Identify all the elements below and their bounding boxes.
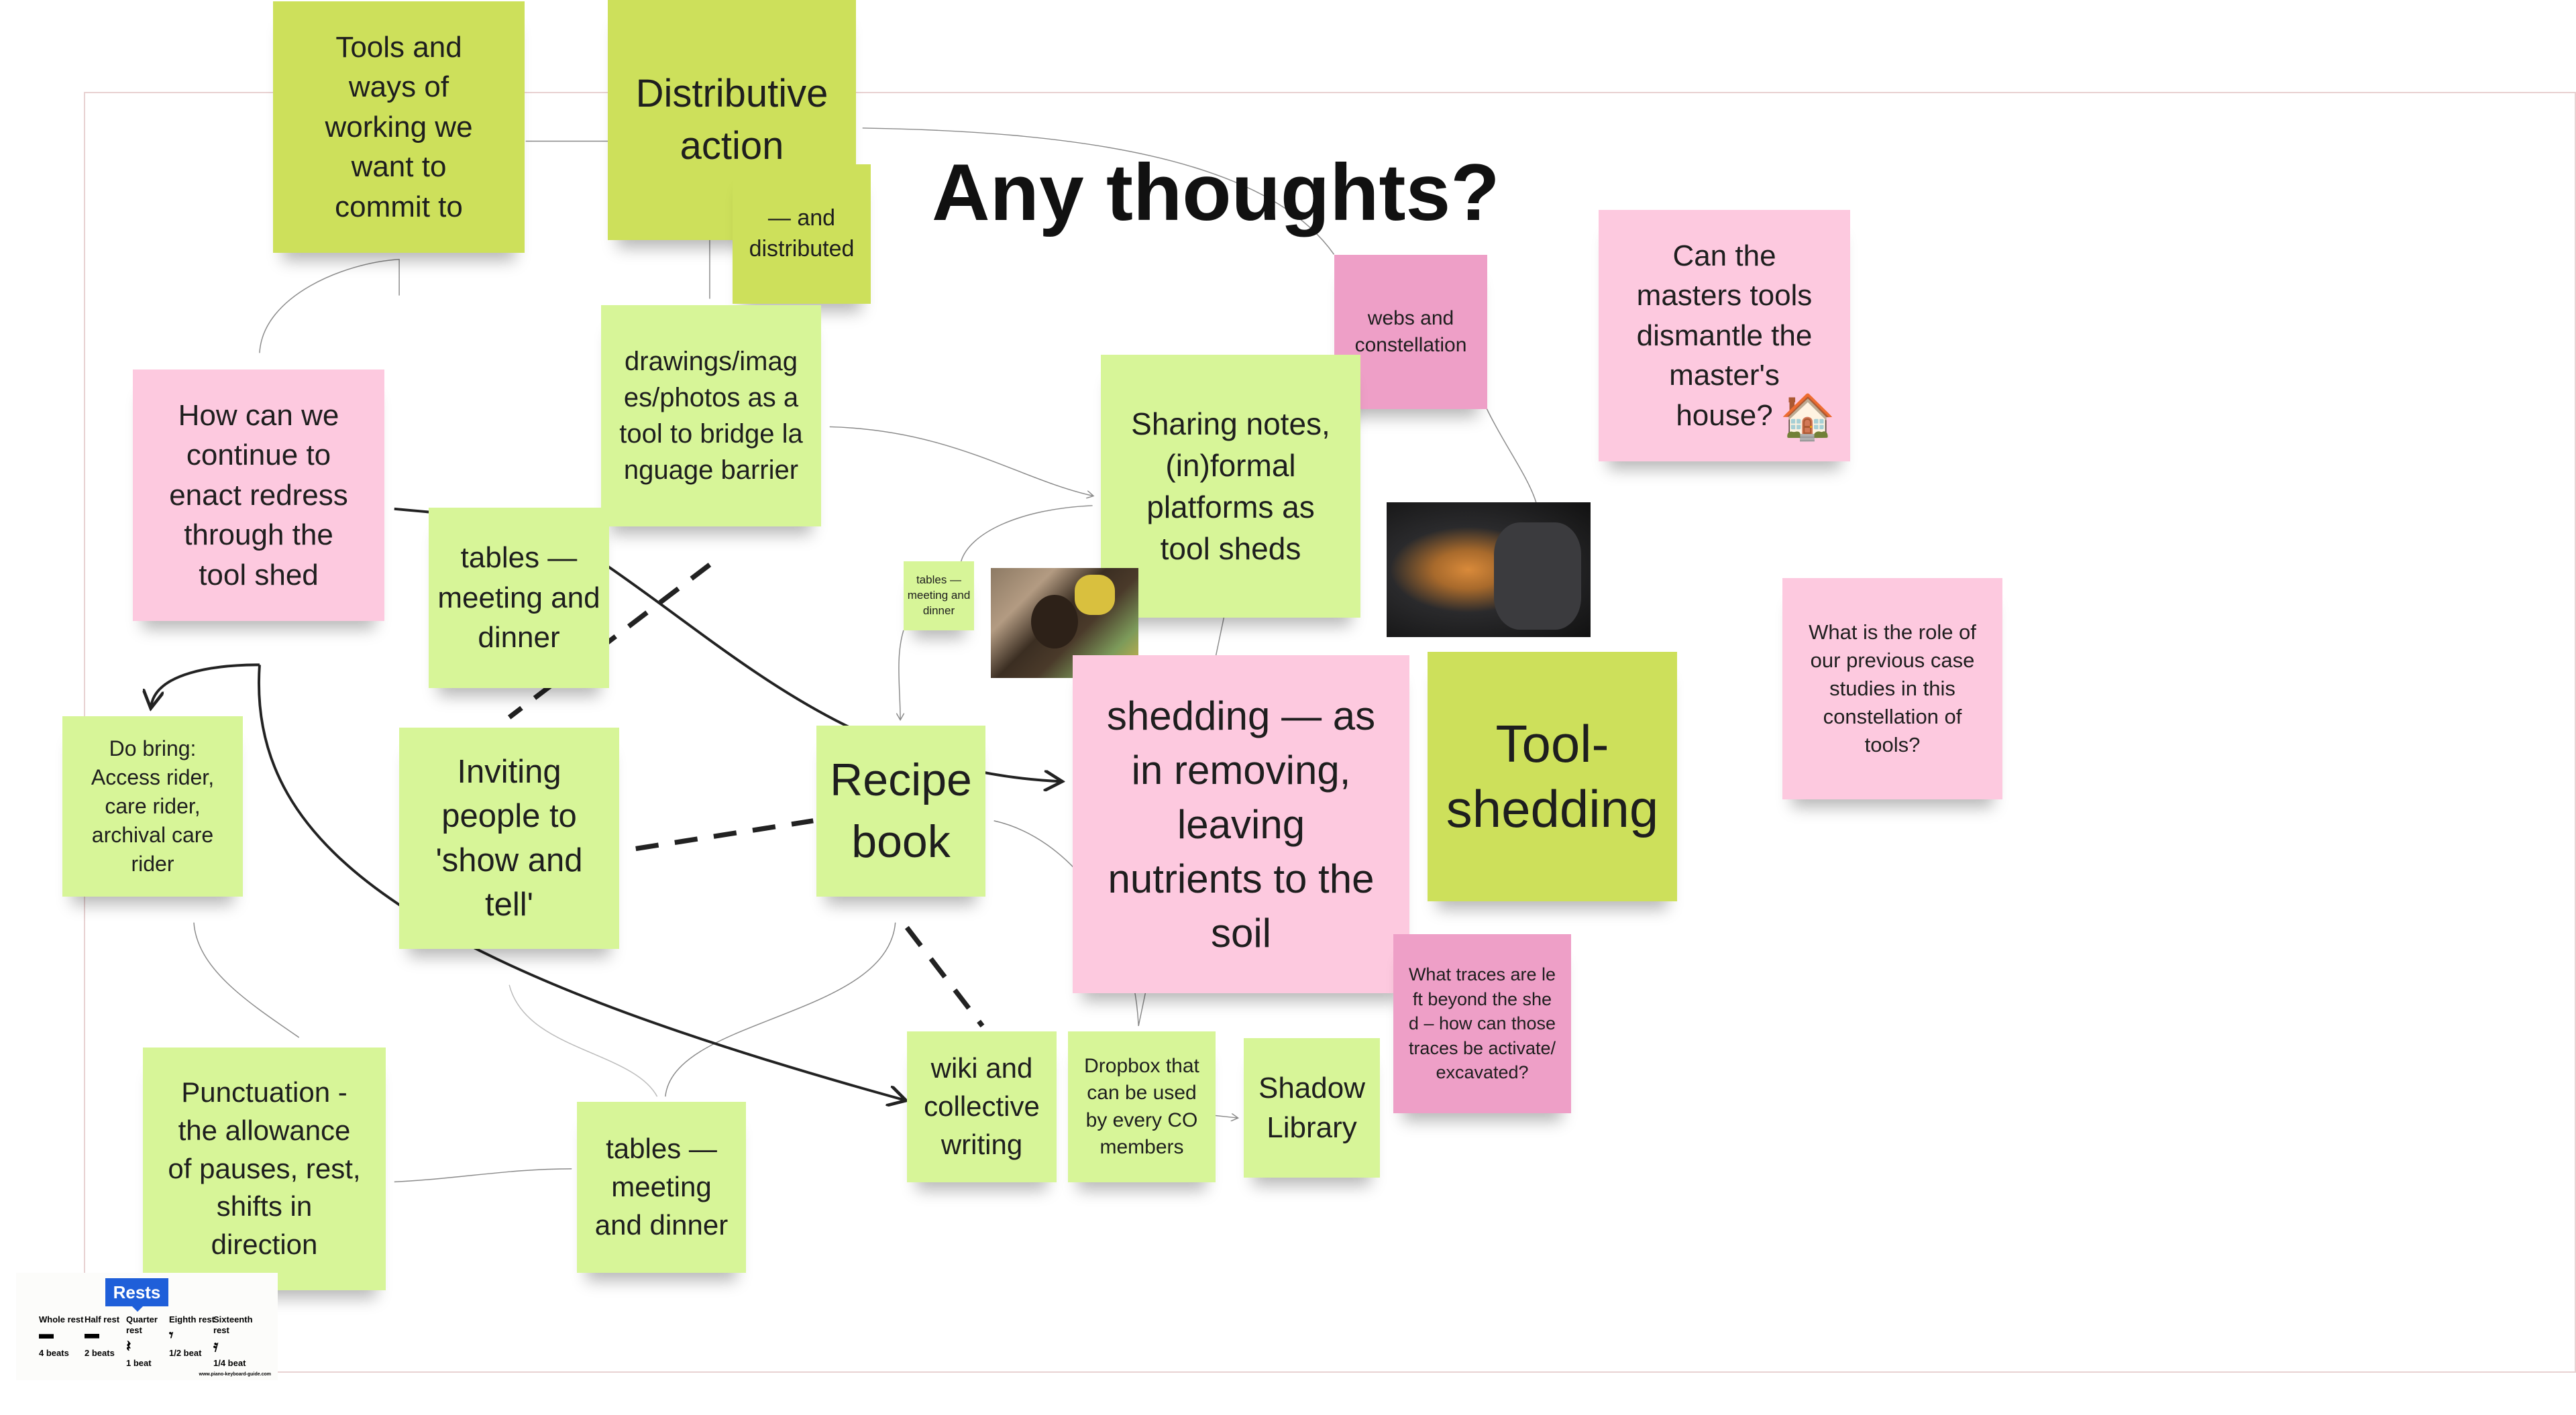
sticky-note[interactable]: drawings/images/photos as a tool to brid… — [601, 305, 821, 526]
rest-item: Whole rest 4 beats — [39, 1314, 86, 1358]
sticky-note[interactable]: How can we continue to enact redress thr… — [133, 370, 384, 621]
rest-item: Quarter rest 𝄽 1 beat — [126, 1314, 173, 1369]
rest-name: Eighth rest — [169, 1314, 215, 1324]
connector — [508, 984, 658, 1097]
connector — [394, 507, 431, 514]
note-text: Can the masters tools dismantle the mast… — [1636, 239, 1813, 432]
connector — [862, 127, 1335, 255]
dashed-connector — [507, 563, 712, 720]
connector — [960, 505, 1093, 562]
sticky-note[interactable]: Tools and ways of working we want to com… — [273, 1, 525, 253]
connector — [193, 922, 300, 1038]
sticky-note[interactable]: Tool-shedding — [1428, 652, 1677, 901]
sticky-note[interactable]: shedding — as in removing, leaving nutri… — [1073, 655, 1409, 993]
connector — [829, 426, 1093, 496]
sixteenth-rest-icon: 𝄿 — [213, 1337, 219, 1355]
sticky-note[interactable]: Recipe book — [816, 726, 985, 897]
sticky-note[interactable]: Dropbox that can be used by every CO mem… — [1068, 1031, 1216, 1182]
house-icon: 🏠 — [1780, 391, 1835, 441]
rest-beats: 4 beats — [39, 1347, 69, 1358]
board-title: Any thoughts? — [932, 148, 1500, 237]
rests-heading: Rests — [105, 1278, 168, 1312]
rest-name: Quarter rest — [126, 1314, 158, 1335]
sticky-note[interactable]: Shadow Library — [1244, 1038, 1380, 1178]
cicada-photo — [1387, 502, 1591, 637]
rest-beats: 2 beats — [85, 1347, 115, 1358]
rest-item: Sixteenth rest 𝄿 1/4 beat — [213, 1314, 260, 1369]
connector — [1486, 408, 1537, 503]
connector — [665, 922, 896, 1097]
dashed-connector — [904, 925, 985, 1028]
half-rest-icon — [85, 1325, 131, 1348]
connector — [259, 258, 400, 353]
eighth-rest-icon: 𝄾 — [169, 1326, 174, 1345]
sticky-note[interactable]: tables — meeting and dinner — [429, 508, 609, 688]
sticky-note[interactable]: Can the masters tools dismantle the mast… — [1599, 210, 1850, 461]
sticky-note[interactable]: Do bring: Access rider, care rider, arch… — [62, 716, 243, 897]
rest-name: Whole rest — [39, 1314, 84, 1324]
quarter-rest-icon: 𝄽 — [126, 1337, 131, 1355]
whole-rest-icon — [39, 1325, 86, 1348]
rest-beats: 1/2 beat — [169, 1347, 202, 1358]
sticky-note[interactable]: tables — meeting and dinner — [577, 1102, 746, 1273]
connector — [258, 665, 904, 1100]
rest-beats: 1/4 beat — [213, 1358, 246, 1369]
rest-item: Eighth rest 𝄾 1/2 beat — [169, 1314, 216, 1358]
rest-item: Half rest 2 beats — [85, 1314, 131, 1358]
sticky-note[interactable]: tables — meeting and dinner — [904, 561, 974, 630]
connector — [394, 1168, 572, 1183]
connector — [899, 630, 904, 719]
sticky-note[interactable]: — and distributed — [733, 164, 871, 304]
rests-reference-card: Rests Whole rest 4 beats Half rest 2 bea… — [16, 1273, 278, 1380]
dashed-connector — [635, 818, 814, 852]
rest-name: Sixteenth rest — [213, 1314, 253, 1335]
sticky-note[interactable]: What is the role of our previous case st… — [1782, 578, 2002, 799]
sticky-note[interactable]: wiki and collective writing — [907, 1031, 1057, 1182]
sticky-note[interactable]: Punctuation - the allowance of pauses, r… — [143, 1048, 386, 1290]
source-url: www.piano-keyboard-guide.com — [199, 1372, 271, 1377]
connector — [151, 663, 260, 705]
sticky-note[interactable]: Sharing notes, (in)formal platforms as t… — [1101, 355, 1360, 618]
rest-beats: 1 beat — [126, 1358, 152, 1369]
sticky-note[interactable]: Inviting people to 'show and tell' — [399, 728, 619, 949]
rest-name: Half rest — [85, 1314, 120, 1324]
sticky-note[interactable]: What traces are left beyond the shed – h… — [1393, 934, 1571, 1113]
